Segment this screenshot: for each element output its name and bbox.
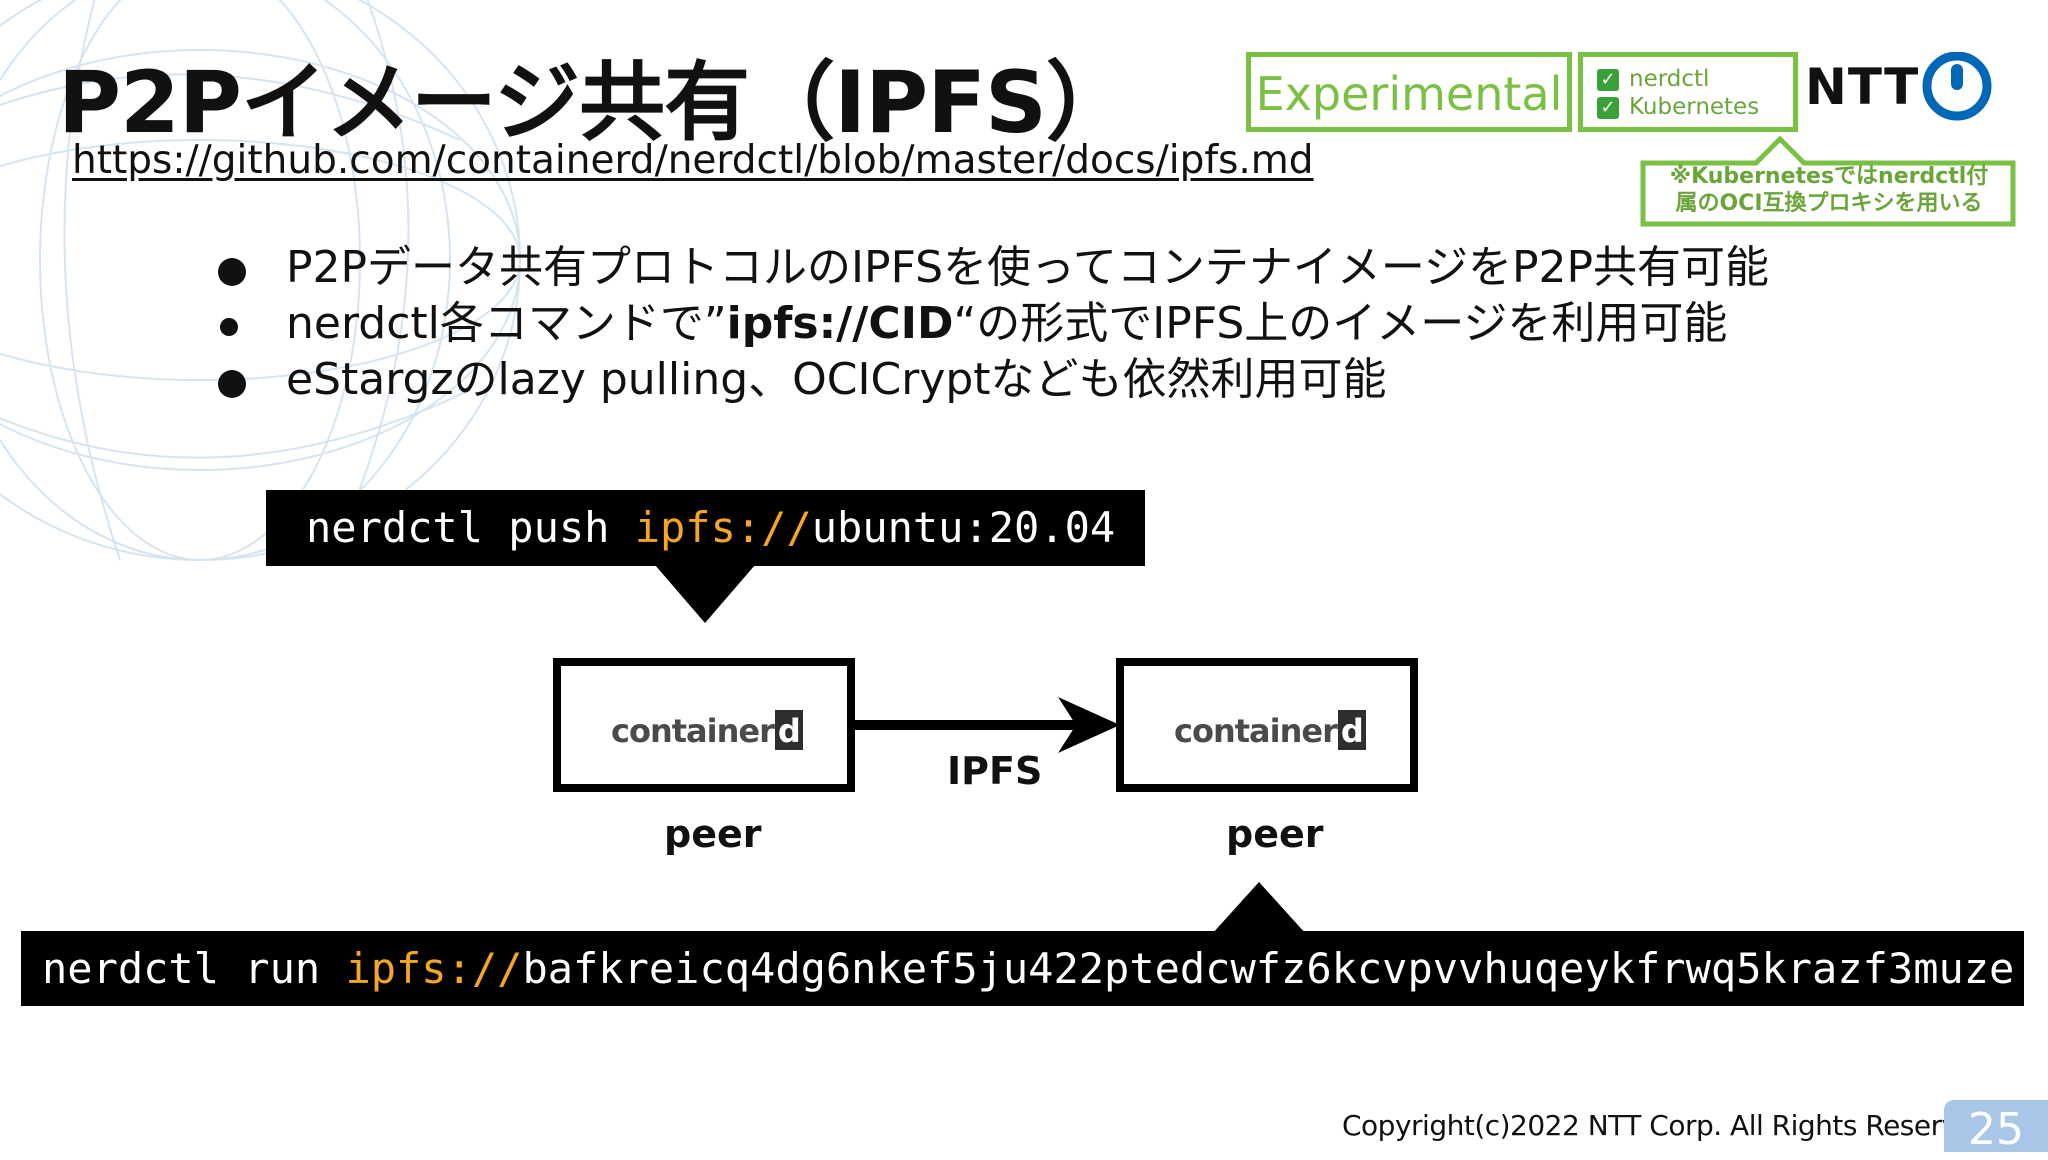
push-command-prefix: nerdctl push xyxy=(306,503,635,552)
slide-title: P2Pイメージ共有（IPFS） xyxy=(58,53,1132,153)
peer-label-right: peer xyxy=(1226,812,1324,856)
page-number: 25 xyxy=(1944,1100,2048,1155)
ntt-logo-icon xyxy=(1922,52,1992,121)
copyright-footer: Copyright(c)2022 NTT Corp. All Rights Re… xyxy=(1342,1109,2001,1142)
docs-link[interactable]: https://github.com/containerd/nerdctl/bl… xyxy=(72,138,1314,183)
kubernetes-note-text: ※Kubernetesではnerdctl付 属のOCI互換プロキシを用いる xyxy=(1654,163,2004,217)
experimental-badge: Experimental xyxy=(1246,52,1572,132)
support-checklist: ✓ nerdctl ✓ Kubernetes xyxy=(1578,52,1798,132)
bullet-text: eStargzのlazy pulling、OCICryptなども依然利用可能 xyxy=(286,354,1387,405)
checklist-item-nerdctl: ✓ nerdctl xyxy=(1597,66,1709,92)
run-command-scheme: ipfs:// xyxy=(345,944,523,993)
push-command-box: nerdctl push ipfs://ubuntu:20.04 xyxy=(266,490,1145,566)
containerd-logo-text: container xyxy=(1174,712,1338,750)
bullet-text-pre: nerdctl各コマンドで” xyxy=(286,298,727,349)
ipfs-edge-label: IPFS xyxy=(947,749,1043,793)
bullet-dot-icon xyxy=(220,318,238,336)
callout-frame xyxy=(1640,135,2016,227)
push-pointer-triangle xyxy=(655,565,755,623)
push-command-scheme: ipfs:// xyxy=(634,503,812,552)
bullet-text-post: “の形式でIPFS上のイメージを利用可能 xyxy=(953,298,1728,349)
checklist-item-kubernetes: ✓ Kubernetes xyxy=(1597,94,1759,120)
note-line-1: ※Kubernetesではnerdctl付 xyxy=(1669,164,1989,189)
bullet-text: P2Pデータ共有プロトコルのIPFSを使ってコンテナイメージをP2P共有可能 xyxy=(286,242,1770,293)
run-command-cid: bafkreicq4dg6nkef5ju422ptedcwfz6kcvpvvhu… xyxy=(522,944,2015,993)
containerd-logo-text: container xyxy=(611,712,775,750)
note-line-2: 属のOCI互換プロキシを用いる xyxy=(1675,191,1983,216)
peer-label-left: peer xyxy=(664,812,762,856)
ipfs-arrow-line xyxy=(855,720,1083,730)
checkbox-checked-icon: ✓ xyxy=(1597,96,1619,119)
experimental-label: Experimental xyxy=(1255,67,1563,121)
push-command-ref: ubuntu:20.04 xyxy=(811,503,1116,552)
checklist-label: nerdctl xyxy=(1629,66,1710,92)
ipfs-arrow-head-icon xyxy=(1058,697,1120,753)
checklist-label: Kubernetes xyxy=(1629,94,1760,120)
run-command-box: nerdctl run ipfs://bafkreicq4dg6nkef5ju4… xyxy=(21,931,2024,1006)
bullet-text-bold: ipfs://CID xyxy=(726,298,954,349)
run-command-prefix: nerdctl run xyxy=(42,944,346,993)
ntt-brand-text: NTT xyxy=(1805,58,1920,116)
run-pointer-triangle xyxy=(1212,882,1306,934)
bullet-dot-icon xyxy=(218,370,246,398)
containerd-logo-letter: d xyxy=(1337,710,1366,750)
containerd-logo-letter: d xyxy=(774,710,803,750)
bullet-text: nerdctl各コマンドで”ipfs://CID“の形式でIPFS上のイメージを… xyxy=(286,296,1727,352)
kubernetes-note-callout: ※Kubernetesではnerdctl付 属のOCI互換プロキシを用いる xyxy=(1640,135,2016,227)
bullet-dot-icon xyxy=(218,258,246,286)
checkbox-checked-icon: ✓ xyxy=(1597,68,1619,91)
